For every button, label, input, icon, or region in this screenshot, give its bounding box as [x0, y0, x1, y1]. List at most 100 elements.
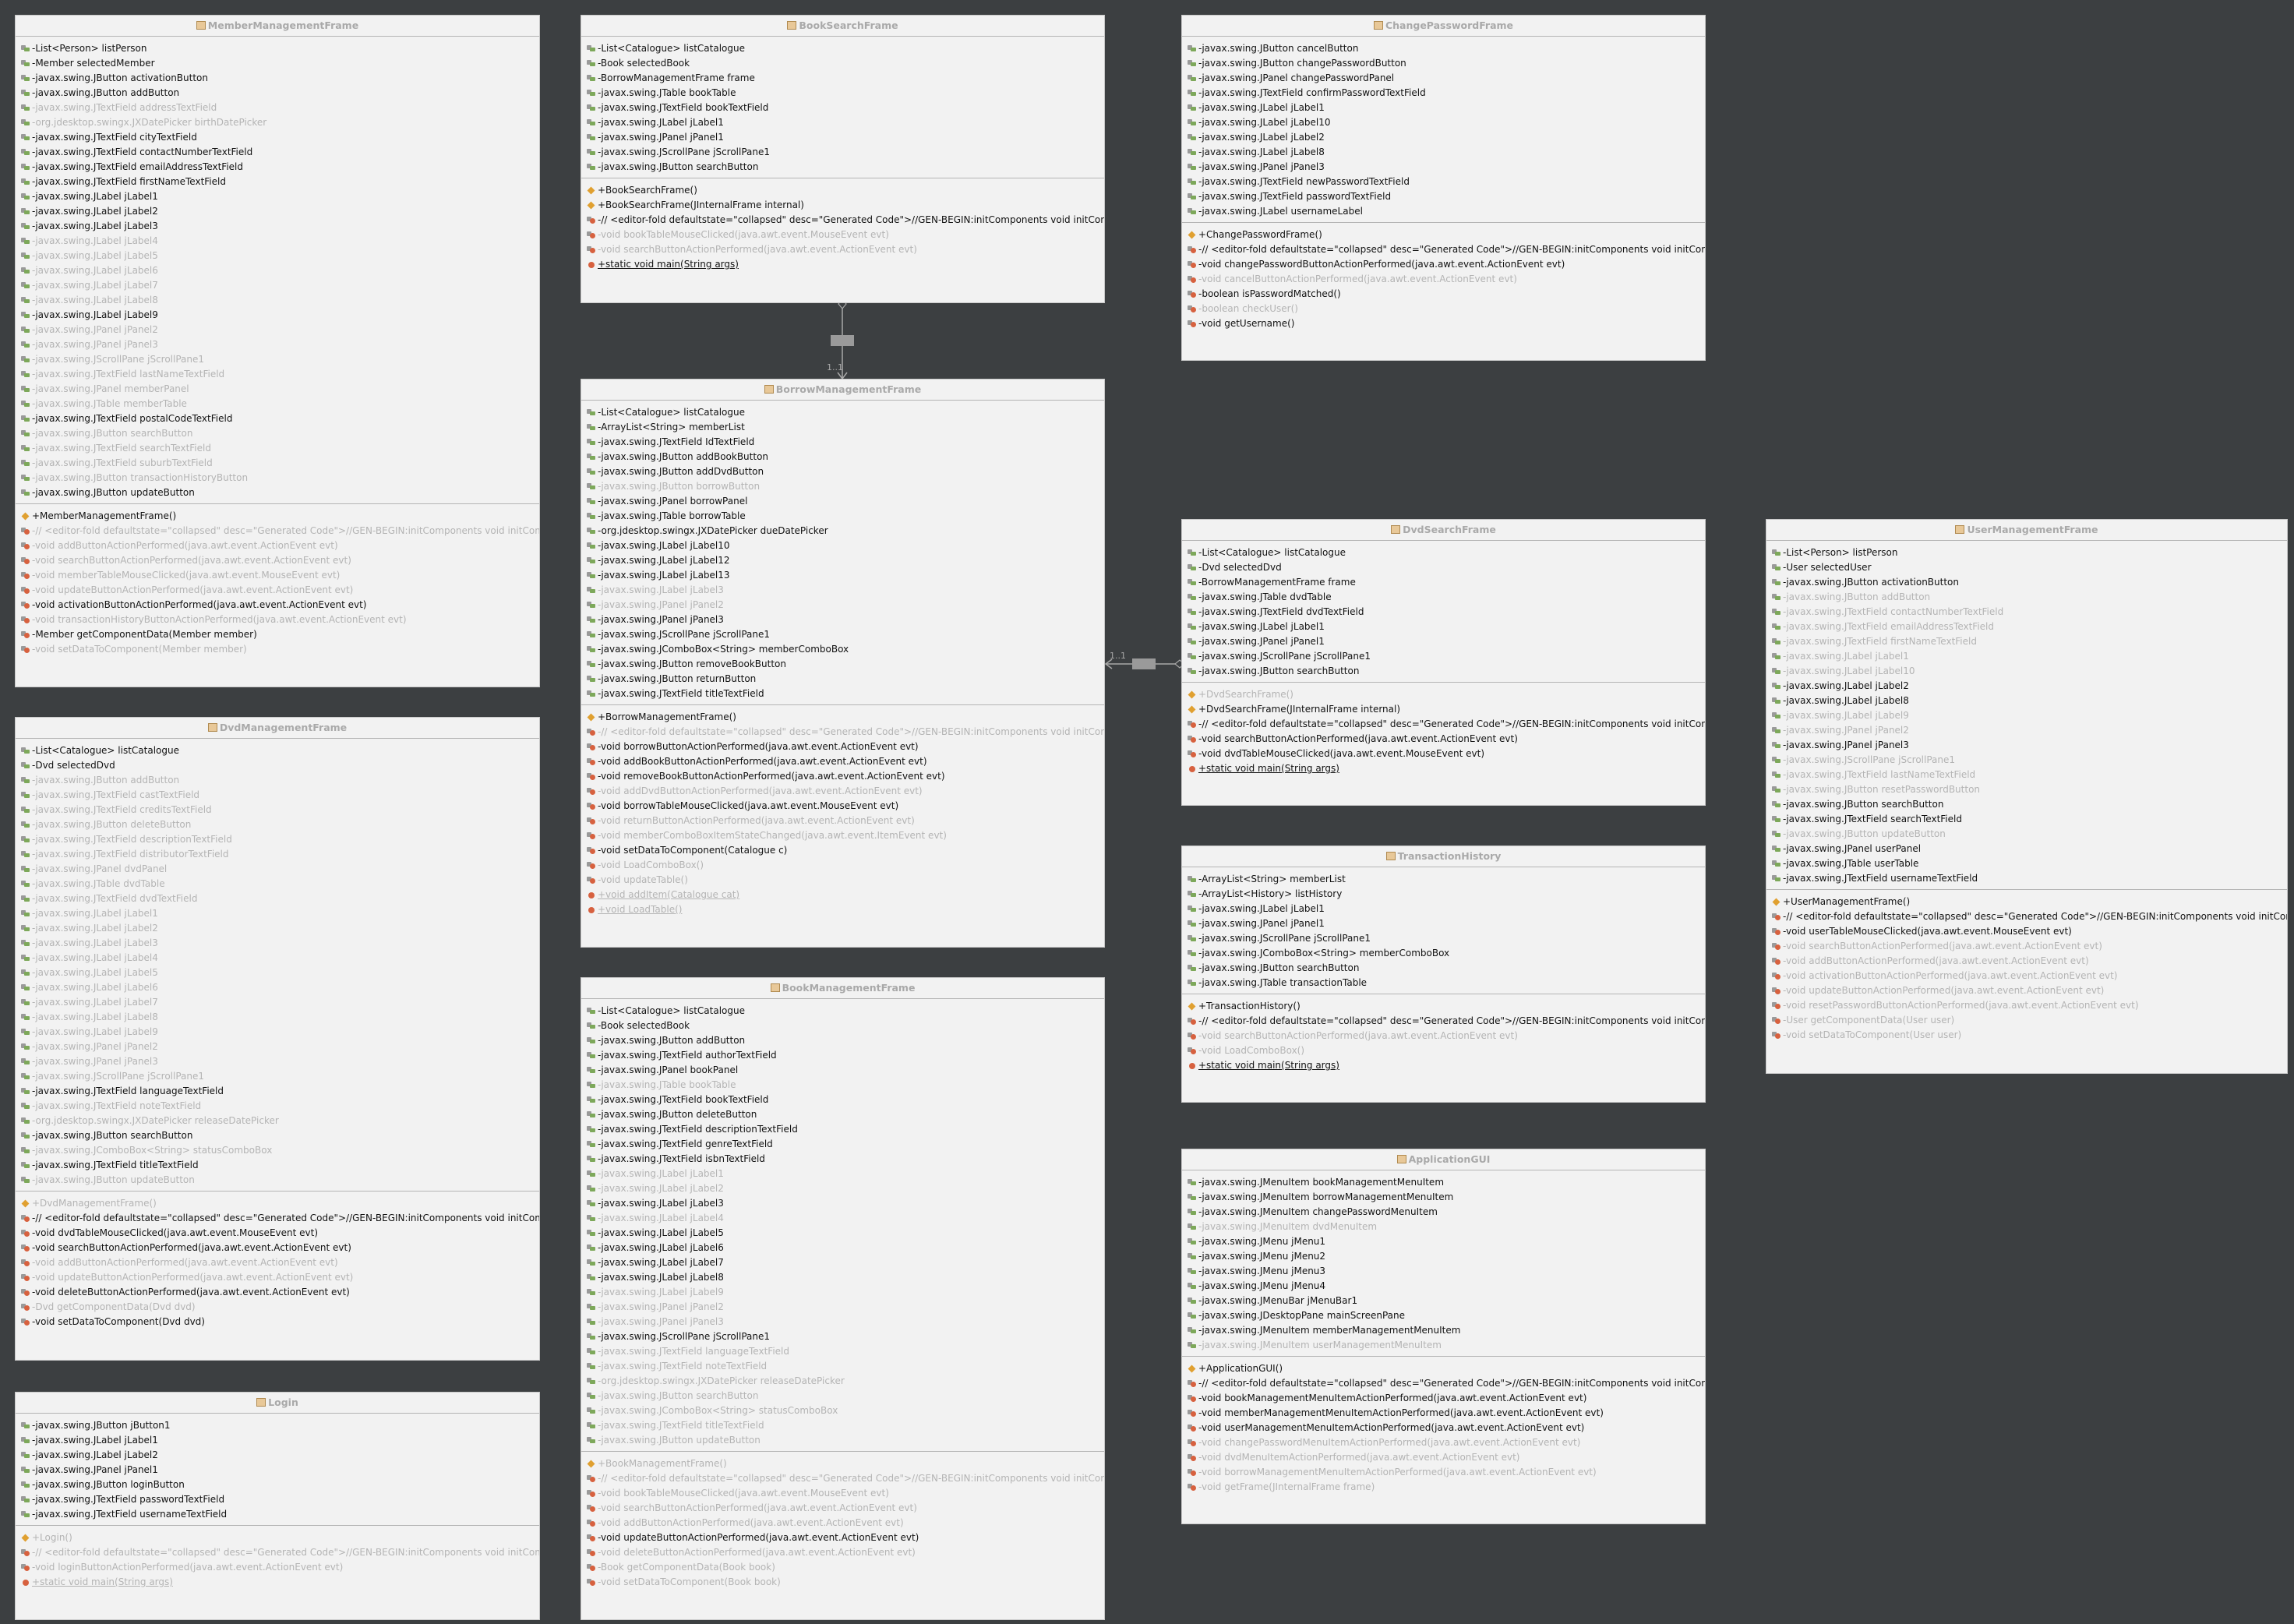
field-row[interactable]: -javax.swing.JLabel jLabel5: [581, 1226, 1104, 1241]
class-change-password-frame[interactable]: ChangePasswordFrame-javax.swing.JButton …: [1181, 15, 1706, 361]
field-row[interactable]: -javax.swing.JTextField castTextField: [16, 788, 539, 803]
method-row[interactable]: -// <editor-fold defaultstate="collapsed…: [581, 213, 1104, 228]
method-row[interactable]: -void changePasswordButtonActionPerforme…: [1182, 257, 1705, 272]
method-row[interactable]: -void cancelButtonActionPerformed(java.a…: [1182, 272, 1705, 287]
field-row[interactable]: -javax.swing.JTextField firstNameTextFie…: [16, 175, 539, 189]
field-row[interactable]: -javax.swing.JTextField usernameTextFiel…: [16, 1507, 539, 1522]
field-row[interactable]: -javax.swing.JButton addButton: [16, 86, 539, 101]
field-row[interactable]: -javax.swing.JDesktopPane mainScreenPane: [1182, 1308, 1705, 1323]
field-row[interactable]: -javax.swing.JPanel dvdPanel: [16, 862, 539, 877]
field-row[interactable]: -javax.swing.JTable memberTable: [16, 397, 539, 411]
method-row[interactable]: -void searchButtonActionPerformed(java.a…: [16, 1241, 539, 1255]
field-row[interactable]: -javax.swing.JLabel jLabel3: [16, 936, 539, 951]
method-row[interactable]: -// <editor-fold defaultstate="collapsed…: [1766, 909, 2287, 924]
field-row[interactable]: -javax.swing.JLabel jLabel8: [16, 1010, 539, 1025]
field-row[interactable]: -javax.swing.JPanel jPanel1: [581, 130, 1104, 145]
field-row[interactable]: -javax.swing.JTable transactionTable: [1182, 976, 1705, 990]
field-row[interactable]: -javax.swing.JButton removeBookButton: [581, 657, 1104, 672]
field-row[interactable]: -Book selectedBook: [581, 1019, 1104, 1033]
field-row[interactable]: -javax.swing.JLabel jLabel9: [1766, 708, 2287, 723]
field-row[interactable]: -javax.swing.JButton activationButton: [1766, 575, 2287, 590]
field-row[interactable]: -javax.swing.JMenu jMenu2: [1182, 1249, 1705, 1264]
field-row[interactable]: -javax.swing.JLabel jLabel1: [16, 906, 539, 921]
method-row[interactable]: -Book getComponentData(Book book): [581, 1560, 1104, 1575]
field-row[interactable]: -javax.swing.JMenuItem dvdMenuItem: [1182, 1220, 1705, 1234]
constructor-row[interactable]: +DvdManagementFrame(): [16, 1196, 539, 1211]
field-row[interactable]: -ArrayList<String> memberList: [1182, 872, 1705, 887]
field-row[interactable]: -BorrowManagementFrame frame: [1182, 575, 1705, 590]
field-row[interactable]: -javax.swing.JMenu jMenu3: [1182, 1264, 1705, 1279]
field-row[interactable]: -javax.swing.JButton transactionHistoryB…: [16, 471, 539, 485]
class-book-management-frame[interactable]: BookManagementFrame-List<Catalogue> list…: [581, 977, 1105, 1620]
field-row[interactable]: -javax.swing.JTable bookTable: [581, 1078, 1104, 1093]
field-row[interactable]: -javax.swing.JLabel jLabel7: [16, 278, 539, 293]
field-row[interactable]: -javax.swing.JButton activationButton: [16, 71, 539, 86]
class-user-management-frame[interactable]: UserManagementFrame-List<Person> listPer…: [1766, 519, 2288, 1074]
field-row[interactable]: -javax.swing.JPanel jPanel2: [16, 323, 539, 337]
field-row[interactable]: -javax.swing.JPanel jPanel2: [581, 598, 1104, 613]
method-row[interactable]: -void LoadComboBox(): [581, 858, 1104, 873]
field-row[interactable]: -javax.swing.JTextField titleTextField: [581, 687, 1104, 701]
field-row[interactable]: -javax.swing.JTextField emailAddressText…: [16, 160, 539, 175]
field-row[interactable]: -org.jdesktop.swingx.JXDatePicker releas…: [16, 1114, 539, 1128]
method-row[interactable]: -void borrowTableMouseClicked(java.awt.e…: [581, 799, 1104, 814]
field-row[interactable]: -javax.swing.JLabel jLabel9: [16, 1025, 539, 1040]
field-row[interactable]: -javax.swing.JTextField searchTextField: [1766, 812, 2287, 827]
method-row[interactable]: -void setDataToComponent(Book book): [581, 1575, 1104, 1590]
field-row[interactable]: -javax.swing.JButton changePasswordButto…: [1182, 56, 1705, 71]
field-row[interactable]: -javax.swing.JLabel jLabel9: [581, 1285, 1104, 1300]
constructor-row[interactable]: +DvdSearchFrame(): [1182, 687, 1705, 702]
method-row[interactable]: -// <editor-fold defaultstate="collapsed…: [1182, 1376, 1705, 1391]
field-row[interactable]: -Book selectedBook: [581, 56, 1104, 71]
field-row[interactable]: -javax.swing.JScrollPane jScrollPane1: [581, 145, 1104, 160]
method-row[interactable]: -// <editor-fold defaultstate="collapsed…: [581, 725, 1104, 740]
field-row[interactable]: -javax.swing.JTextField passwordTextFiel…: [16, 1492, 539, 1507]
field-row[interactable]: -javax.swing.JMenuItem bookManagementMen…: [1182, 1175, 1705, 1190]
field-row[interactable]: -javax.swing.JLabel jLabel1: [16, 1433, 539, 1448]
field-row[interactable]: -javax.swing.JButton cancelButton: [1182, 41, 1705, 56]
class-header[interactable]: DvdSearchFrame: [1182, 520, 1705, 541]
field-row[interactable]: -javax.swing.JLabel jLabel2: [16, 204, 539, 219]
constructor-row[interactable]: +Login(): [16, 1530, 539, 1545]
field-row[interactable]: -javax.swing.JLabel jLabel4: [581, 1211, 1104, 1226]
method-row[interactable]: -// <editor-fold defaultstate="collapsed…: [1182, 242, 1705, 257]
field-row[interactable]: -javax.swing.JButton jButton1: [16, 1418, 539, 1433]
method-row[interactable]: -void dvdMenuItemActionPerformed(java.aw…: [1182, 1450, 1705, 1465]
field-row[interactable]: -Dvd selectedDvd: [16, 758, 539, 773]
field-row[interactable]: -javax.swing.JTextField emailAddressText…: [1766, 620, 2287, 634]
field-row[interactable]: -javax.swing.JTextField distributorTextF…: [16, 847, 539, 862]
field-row[interactable]: -javax.swing.JTextField languageTextFiel…: [16, 1084, 539, 1099]
field-row[interactable]: -javax.swing.JButton searchButton: [581, 160, 1104, 175]
field-row[interactable]: -javax.swing.JComboBox<String> statusCom…: [16, 1143, 539, 1158]
field-row[interactable]: -javax.swing.JLabel jLabel8: [16, 293, 539, 308]
method-row[interactable]: -void getUsername(): [1182, 316, 1705, 331]
method-row[interactable]: -void addButtonActionPerformed(java.awt.…: [16, 1255, 539, 1270]
method-row[interactable]: -void addButtonActionPerformed(java.awt.…: [1766, 954, 2287, 969]
class-header[interactable]: MemberManagementFrame: [16, 16, 539, 37]
field-row[interactable]: -javax.swing.JTextField firstNameTextFie…: [1766, 634, 2287, 649]
field-row[interactable]: -javax.swing.JLabel jLabel1: [1766, 649, 2287, 664]
method-row[interactable]: -void activationButtonActionPerformed(ja…: [1766, 969, 2287, 983]
field-row[interactable]: -javax.swing.JTextField noteTextField: [16, 1099, 539, 1114]
method-row[interactable]: -void addBookButtonActionPerformed(java.…: [581, 754, 1104, 769]
field-row[interactable]: -javax.swing.JPanel jPanel3: [581, 1315, 1104, 1329]
field-row[interactable]: -org.jdesktop.swingx.JXDatePicker dueDat…: [581, 524, 1104, 538]
field-row[interactable]: -List<Catalogue> listCatalogue: [581, 41, 1104, 56]
method-row[interactable]: -User getComponentData(User user): [1766, 1013, 2287, 1028]
method-row[interactable]: -void addButtonActionPerformed(java.awt.…: [581, 1516, 1104, 1530]
constructor-row[interactable]: +ApplicationGUI(): [1182, 1361, 1705, 1376]
method-row[interactable]: +void addItem(Catalogue cat): [581, 888, 1104, 902]
field-row[interactable]: -javax.swing.JMenuItem memberManagementM…: [1182, 1323, 1705, 1338]
method-row[interactable]: -void transactionHistoryButtonActionPerf…: [16, 613, 539, 627]
method-row[interactable]: -void addDvdButtonActionPerformed(java.a…: [581, 784, 1104, 799]
field-row[interactable]: -BorrowManagementFrame frame: [581, 71, 1104, 86]
field-row[interactable]: -javax.swing.JPanel jPanel1: [1182, 916, 1705, 931]
method-row[interactable]: -void changePasswordMenuItemActionPerfor…: [1182, 1435, 1705, 1450]
field-row[interactable]: -javax.swing.JPanel userPanel: [1766, 842, 2287, 856]
method-row[interactable]: -void updateButtonActionPerformed(java.a…: [581, 1530, 1104, 1545]
field-row[interactable]: -javax.swing.JLabel jLabel4: [16, 234, 539, 249]
field-row[interactable]: -javax.swing.JTextField lastNameTextFiel…: [1766, 768, 2287, 782]
method-row[interactable]: -void borrowButtonActionPerformed(java.a…: [581, 740, 1104, 754]
method-row[interactable]: -void addButtonActionPerformed(java.awt.…: [16, 538, 539, 553]
field-row[interactable]: -javax.swing.JTextField contactNumberTex…: [1766, 605, 2287, 620]
